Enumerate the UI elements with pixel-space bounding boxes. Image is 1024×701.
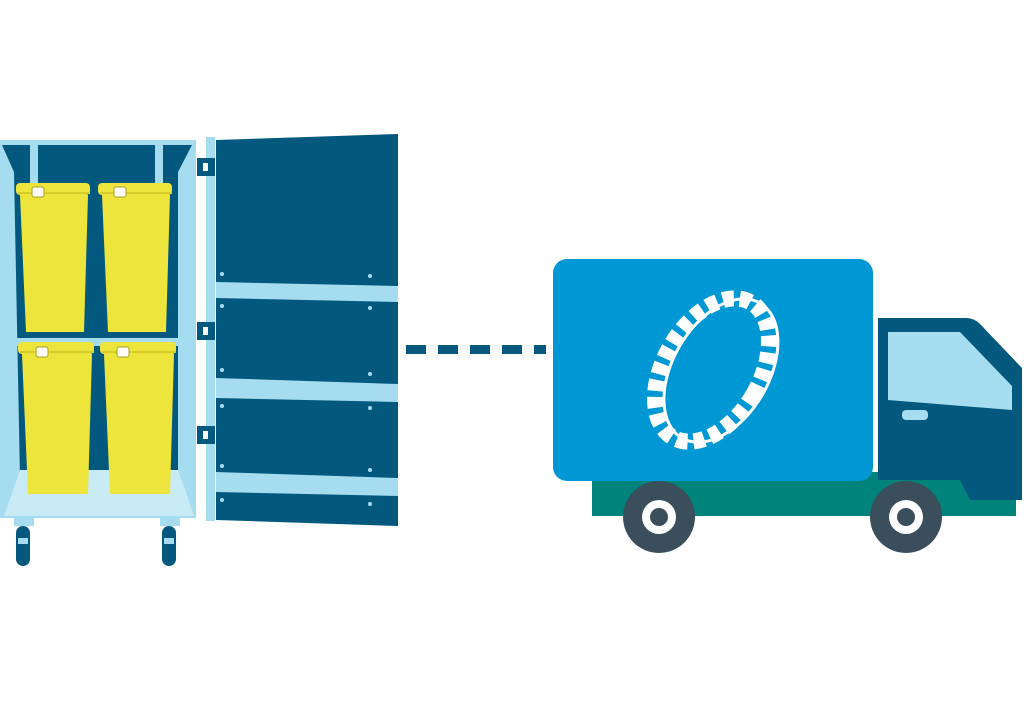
- dashed-connector: [406, 345, 546, 354]
- hinge: [197, 322, 215, 340]
- cabinet-rail: [155, 140, 163, 186]
- hinge: [197, 426, 215, 444]
- truck-wheel-rear: [623, 481, 695, 553]
- door-shelf: [216, 282, 398, 302]
- hinge: [197, 158, 215, 176]
- truck-wheel-front: [870, 481, 942, 553]
- door-shelf: [216, 378, 398, 402]
- waste-container: [18, 342, 94, 494]
- truck-door-handle: [902, 410, 928, 420]
- waste-container: [16, 183, 90, 332]
- cabinet: [0, 140, 196, 566]
- cabinet-shelf-post: [184, 338, 192, 358]
- truck: [553, 259, 1022, 553]
- truck-cargo-box: [553, 259, 873, 481]
- cabinet-rail: [30, 140, 38, 186]
- waste-container: [98, 183, 172, 332]
- door-shelf: [216, 472, 398, 496]
- truck-window: [888, 332, 1012, 410]
- caster-wheel: [14, 516, 34, 566]
- ring-logo: [647, 290, 780, 450]
- cabinet-door: [197, 134, 398, 526]
- door-rivets: [220, 272, 372, 506]
- waste-container: [100, 342, 176, 494]
- caster-wheel: [160, 516, 180, 566]
- cabinet-shelf-post: [2, 338, 10, 358]
- door-panel: [216, 134, 398, 526]
